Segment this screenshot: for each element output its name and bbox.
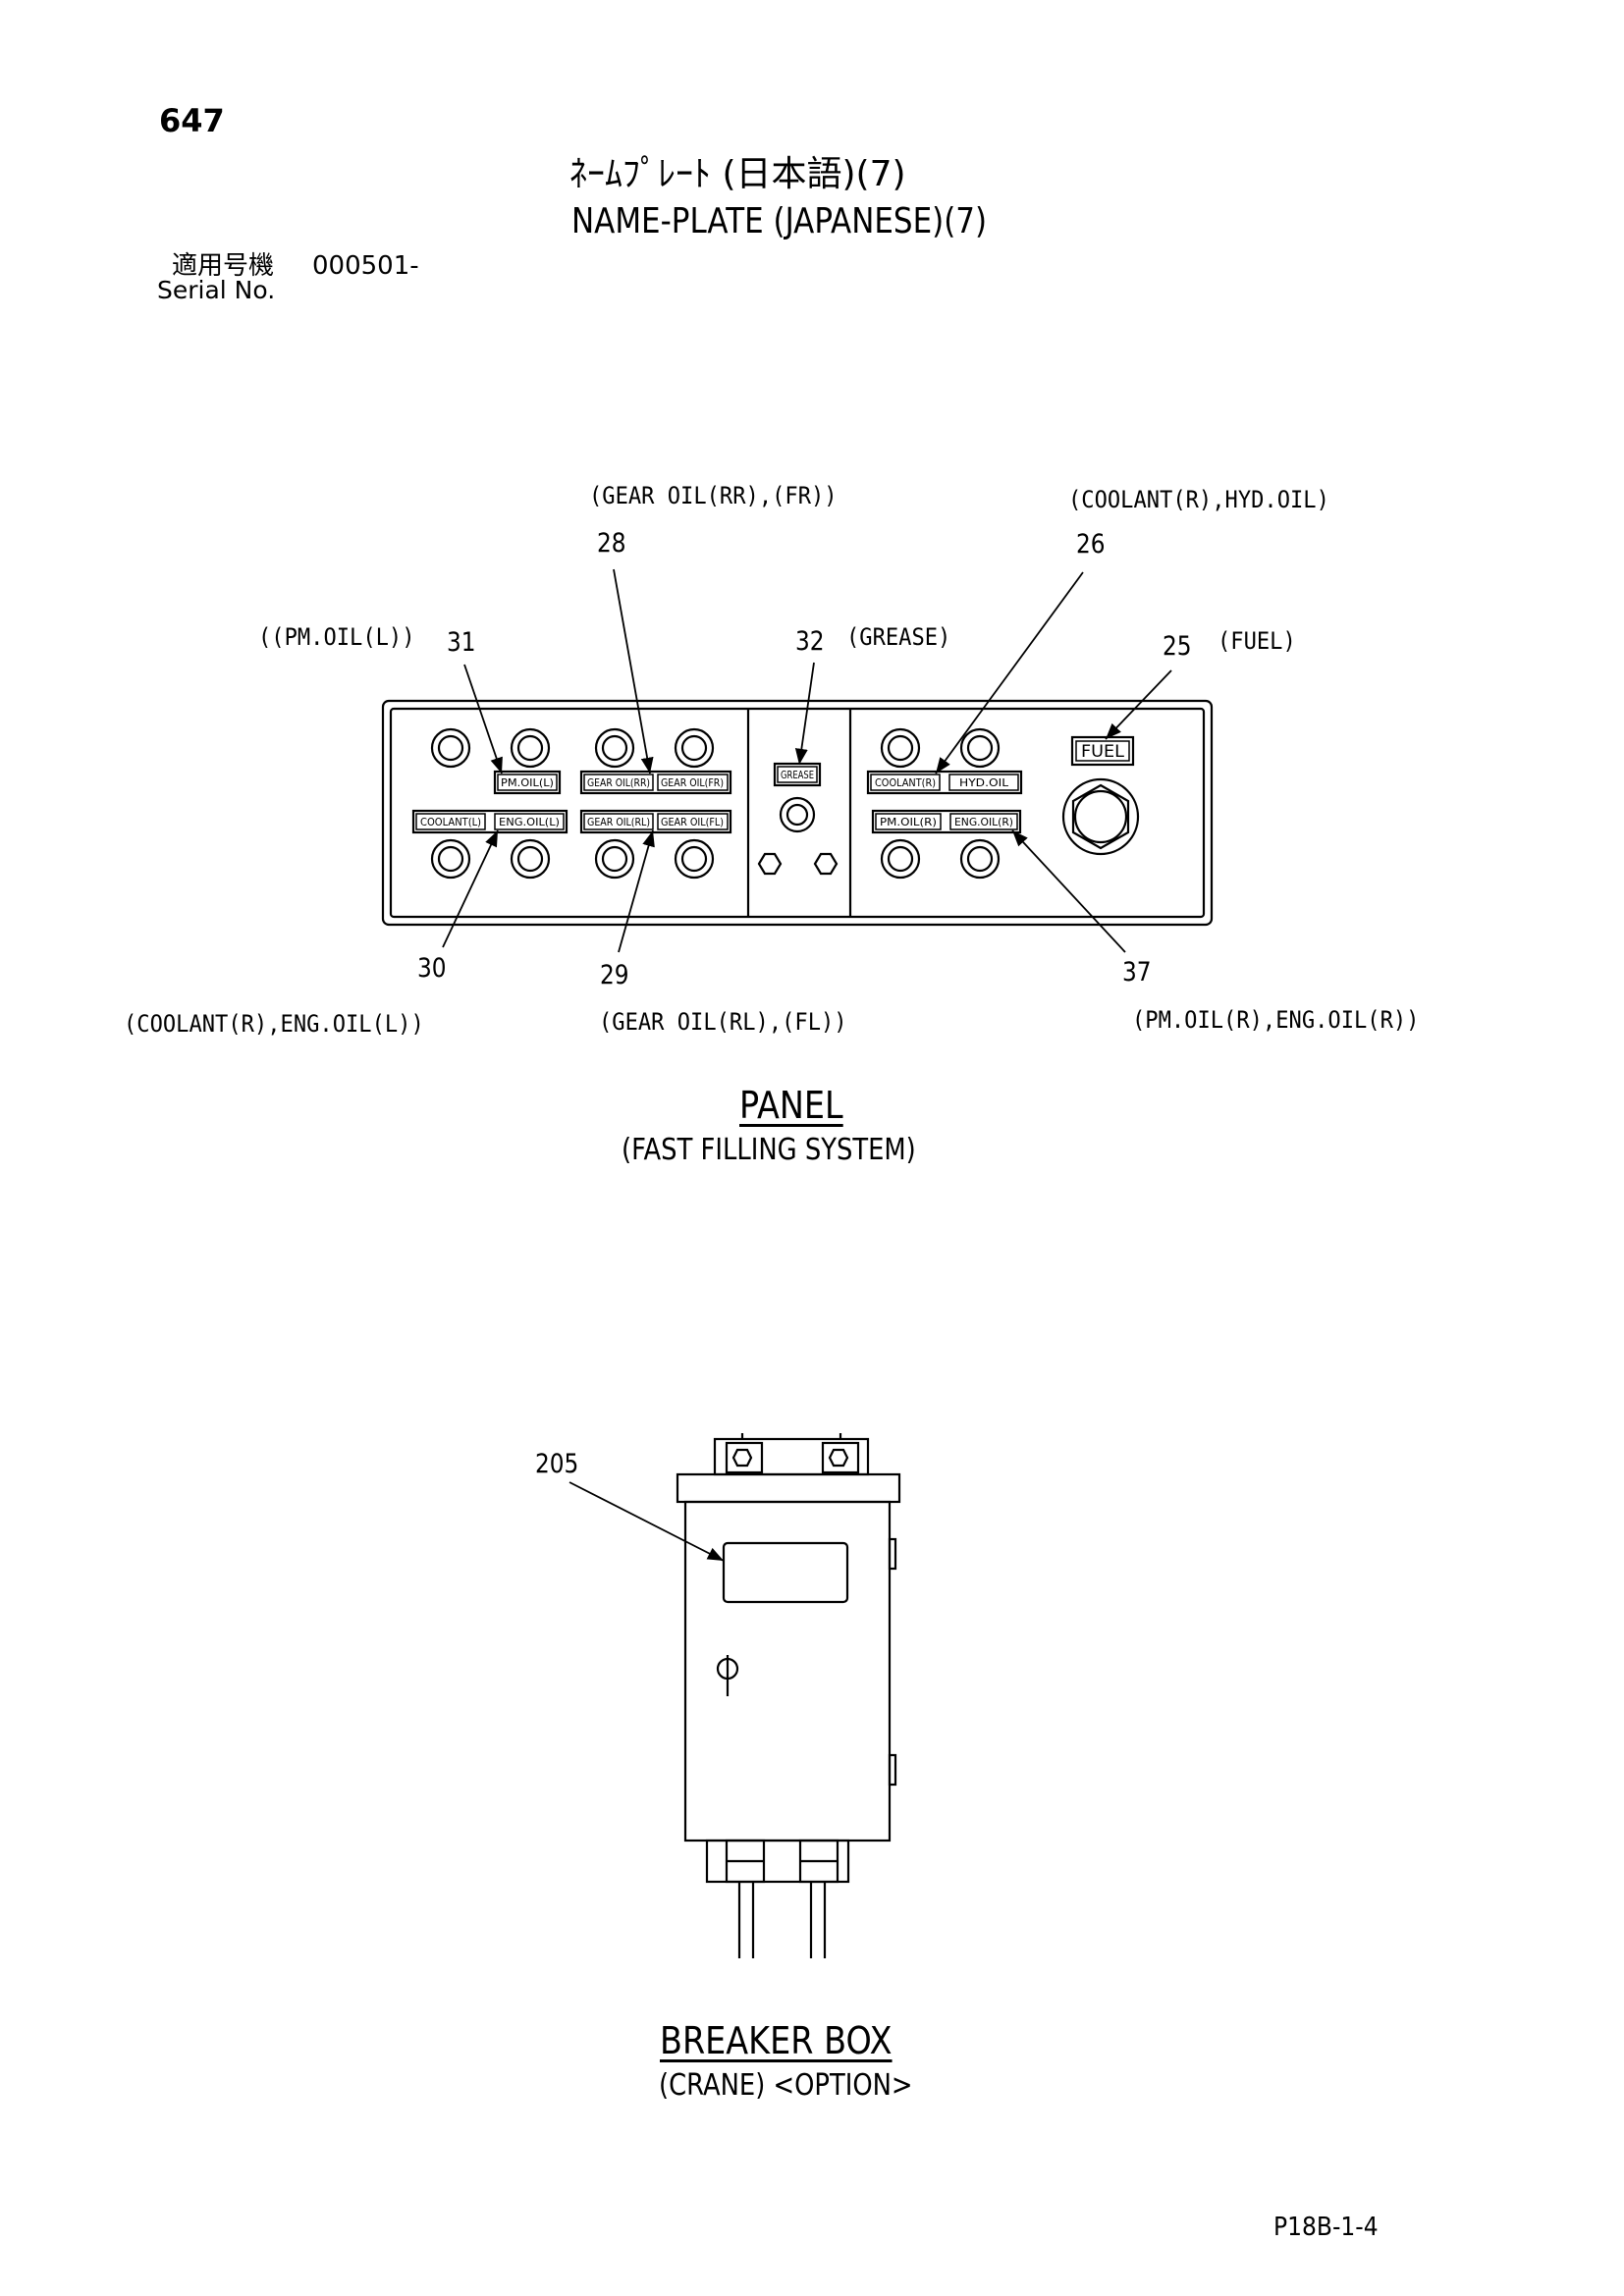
title-japanese: ﾈｰﾑﾌﾟﾚｰﾄ (日本語)(7): [569, 154, 906, 194]
page-number: 647: [159, 102, 225, 139]
callout-text-26: (COOLANT(R),HYD.OIL): [1068, 486, 1329, 513]
hex-bolt-right: [813, 852, 839, 876]
breaker-box-cable-glands: [705, 1839, 850, 1884]
coupler-top-2: [510, 727, 551, 769]
coupler-top-3: [594, 727, 635, 769]
part-number-28: 28: [597, 528, 626, 559]
coupler-top-1: [430, 727, 471, 769]
part-number-30: 30: [417, 953, 447, 984]
breaker-box-top-bracket: [713, 1437, 870, 1476]
plate-frame-pm-oil-l: [493, 770, 562, 795]
plate-gear-oil-rl: [583, 813, 654, 830]
plate-frame-gear-oil-rr-fr: [579, 770, 732, 795]
plate-label-grease: GREASE: [781, 769, 814, 781]
coupler-bottom-2: [510, 838, 551, 880]
part-number-37: 37: [1122, 957, 1152, 988]
plate-label-gear-oil-rr: GEAR OIL(RR): [587, 776, 650, 789]
leader-line-25: [1105, 669, 1172, 740]
plate-label-fuel: FUEL: [1081, 742, 1125, 762]
serial-value: 000501-: [312, 251, 419, 281]
plate-label-eng-oil-l: ENG.OIL(L): [499, 816, 560, 828]
leader-line-205: [568, 1481, 725, 1562]
plate-gear-oil-fr: [657, 774, 729, 791]
coupler-top-4: [674, 727, 715, 769]
callout-text-32: (GREASE): [846, 623, 951, 651]
plate-label-pm-oil-l: PM.OIL(L): [501, 776, 554, 789]
hex-bolt-left: [757, 852, 783, 876]
coupler-bottom-3: [594, 838, 635, 880]
plate-fuel: [1075, 740, 1130, 762]
breaker-box-window: [722, 1541, 849, 1604]
panel-caption: PANEL: [739, 1084, 843, 1127]
plate-pm-oil-l: [497, 774, 558, 791]
plate-frame-fuel: [1070, 735, 1135, 767]
part-number-26: 26: [1076, 529, 1106, 560]
fuel-filler: [1061, 777, 1140, 856]
coupler-bottom-4: [674, 838, 715, 880]
breaker-box-lid: [676, 1472, 901, 1504]
coupler-bottom-5: [880, 838, 921, 880]
plate-frame-pm-eng-r: [871, 809, 1022, 834]
plate-gear-oil-fl: [657, 813, 729, 830]
plate-label-pm-oil-r: PM.OIL(R): [880, 816, 937, 828]
callout-text-30: (COOLANT(R),ENG.OIL(L)): [124, 1010, 424, 1038]
breaker-box-drawing: [676, 1433, 901, 1958]
panel-subcaption: (FAST FILLING SYSTEM): [622, 1133, 916, 1167]
plate-grease: [777, 766, 818, 783]
callout-text-25: (FUEL): [1218, 627, 1296, 655]
plate-label-eng-oil-r: ENG.OIL(R): [954, 816, 1013, 828]
breaker-box-caption: BREAKER BOX: [660, 2019, 893, 2062]
part-number-25: 25: [1163, 631, 1192, 662]
plate-frame-gear-oil-rl-fl: [579, 809, 732, 834]
callout-text-29: (GEAR OIL(RL),(FL)): [599, 1008, 847, 1036]
serial-label-japanese: 適用号機: [172, 251, 275, 281]
leader-line-28: [613, 568, 654, 774]
plate-coolant-r: [870, 774, 941, 791]
panel-inner-frame: [389, 707, 1206, 919]
plate-label-gear-oil-fl: GEAR OIL(FL): [661, 816, 724, 828]
title-english: NAME-PLATE (JAPANESE)(7): [571, 201, 988, 241]
coupler-bottom-6: [959, 838, 1001, 880]
plate-label-coolant-r: COOLANT(R): [875, 776, 936, 789]
leader-line-31: [463, 664, 503, 774]
plate-hyd-oil: [948, 774, 1019, 791]
callout-text-28: (GEAR OIL(RR),(FR)): [589, 482, 838, 509]
coupler-top-6: [959, 727, 1001, 769]
part-number-31: 31: [447, 627, 476, 658]
coupler-bottom-1: [430, 838, 471, 880]
leader-line-26: [935, 571, 1084, 774]
plate-label-hyd-oil: HYD.OIL: [959, 776, 1009, 789]
part-number-205: 205: [535, 1449, 579, 1479]
leader-line-32: [794, 662, 815, 766]
callout-text-37: (PM.OIL(R),ENG.OIL(R)): [1132, 1006, 1420, 1034]
drawing-code: P18B-1-4: [1273, 2213, 1379, 2242]
breaker-box-subcaption: (CRANE) <OPTION>: [659, 2068, 913, 2103]
plate-label-coolant-l: COOLANT(L): [420, 816, 481, 828]
plate-gear-oil-rr: [583, 774, 654, 791]
plate-eng-oil-l: [494, 813, 565, 830]
part-number-32: 32: [795, 626, 825, 657]
plate-label-gear-oil-rl: GEAR OIL(RL): [587, 816, 650, 828]
leader-line-30: [442, 829, 499, 948]
leader-line-29: [618, 829, 655, 953]
panel-drawing: [381, 699, 1214, 927]
serial-label-english: Serial No.: [157, 276, 276, 304]
grease-coupler: [779, 796, 816, 833]
leader-line-37: [1011, 829, 1126, 953]
panel-frame: [381, 699, 1214, 927]
plate-coolant-l: [415, 813, 486, 830]
part-number-29: 29: [600, 960, 629, 990]
coupler-top-5: [880, 727, 921, 769]
callout-text-31: ((PM.OIL(L)): [258, 623, 415, 651]
plate-label-gear-oil-fr: GEAR OIL(FR): [661, 776, 724, 789]
plate-eng-oil-r: [949, 813, 1018, 830]
plate-pm-oil-r: [875, 813, 942, 830]
breaker-box-body: [683, 1500, 892, 1842]
